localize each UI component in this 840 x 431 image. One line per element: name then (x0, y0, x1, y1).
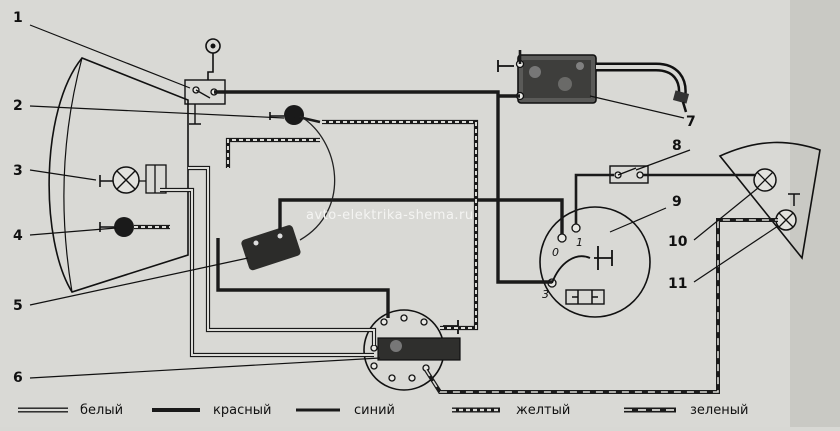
watermark: avto-elektrika-shema.ru (306, 208, 474, 223)
legend-yellow: желтый (452, 403, 570, 418)
horn-button (269, 105, 304, 125)
legend-label-green: зеленый (690, 403, 748, 418)
callout-6: 6 (13, 370, 23, 386)
callout-1: 1 (13, 10, 23, 26)
legend: белый красный синий желтый зеленый (18, 403, 748, 418)
legend-label-blue: синий (354, 403, 395, 418)
headlight (48, 57, 189, 293)
legend-label-red: красный (213, 403, 271, 418)
callout-10: 10 (668, 234, 688, 250)
callout-2: 2 (13, 98, 23, 114)
parking-lamp (114, 217, 134, 237)
terminal-3-label: 3 (542, 288, 549, 301)
connector-block (241, 225, 301, 271)
callout-8: 8 (672, 138, 682, 154)
legend-red: красный (152, 403, 271, 418)
callout-3: 3 (13, 163, 23, 179)
tail-light (718, 141, 821, 260)
callout-11: 11 (668, 276, 687, 292)
callout-7: 7 (686, 114, 696, 130)
legend-white: белый (18, 403, 123, 418)
terminal-1-label: 1 (576, 236, 583, 249)
legend-green: зеленый (624, 403, 748, 418)
distributor (539, 206, 651, 318)
callout-4: 4 (13, 228, 23, 244)
page-edge (790, 0, 840, 427)
legend-label-yellow: желтый (516, 403, 570, 418)
legend-blue: синий (296, 403, 395, 418)
callout-5: 5 (13, 298, 23, 314)
callout-9: 9 (672, 194, 682, 210)
leader-lines (29, 24, 779, 379)
wires (134, 50, 778, 394)
callout-labels: 1 2 3 4 5 6 7 8 9 10 11 (13, 10, 696, 386)
legend-label-white: белый (80, 403, 123, 418)
terminal-0-label: 0 (552, 246, 559, 259)
ignition-coil (497, 54, 690, 113)
light-switch (363, 309, 461, 391)
